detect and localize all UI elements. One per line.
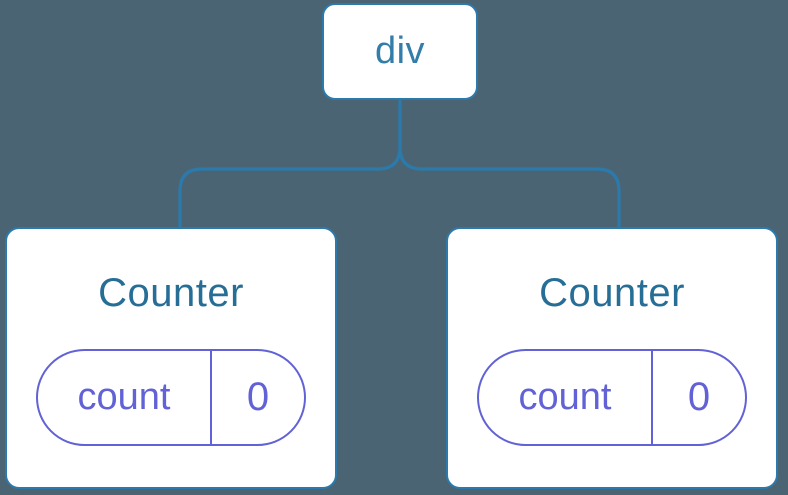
connector-left-branch xyxy=(178,100,402,227)
state-value: 0 xyxy=(687,375,711,419)
counter-card-right: Counter count 0 xyxy=(446,227,778,489)
state-key-label: count xyxy=(479,351,653,444)
state-pill: count 0 xyxy=(477,349,747,446)
state-pill: count 0 xyxy=(36,349,306,446)
counter-title: Counter xyxy=(539,271,685,315)
state-key-label: count xyxy=(38,351,212,444)
root-node-label: div xyxy=(374,30,426,72)
counter-title: Counter xyxy=(98,271,244,315)
root-node-div: div xyxy=(322,3,478,100)
connector-right-branch xyxy=(398,100,621,227)
state-value: 0 xyxy=(246,375,270,419)
counter-card-left: Counter count 0 xyxy=(5,227,337,489)
